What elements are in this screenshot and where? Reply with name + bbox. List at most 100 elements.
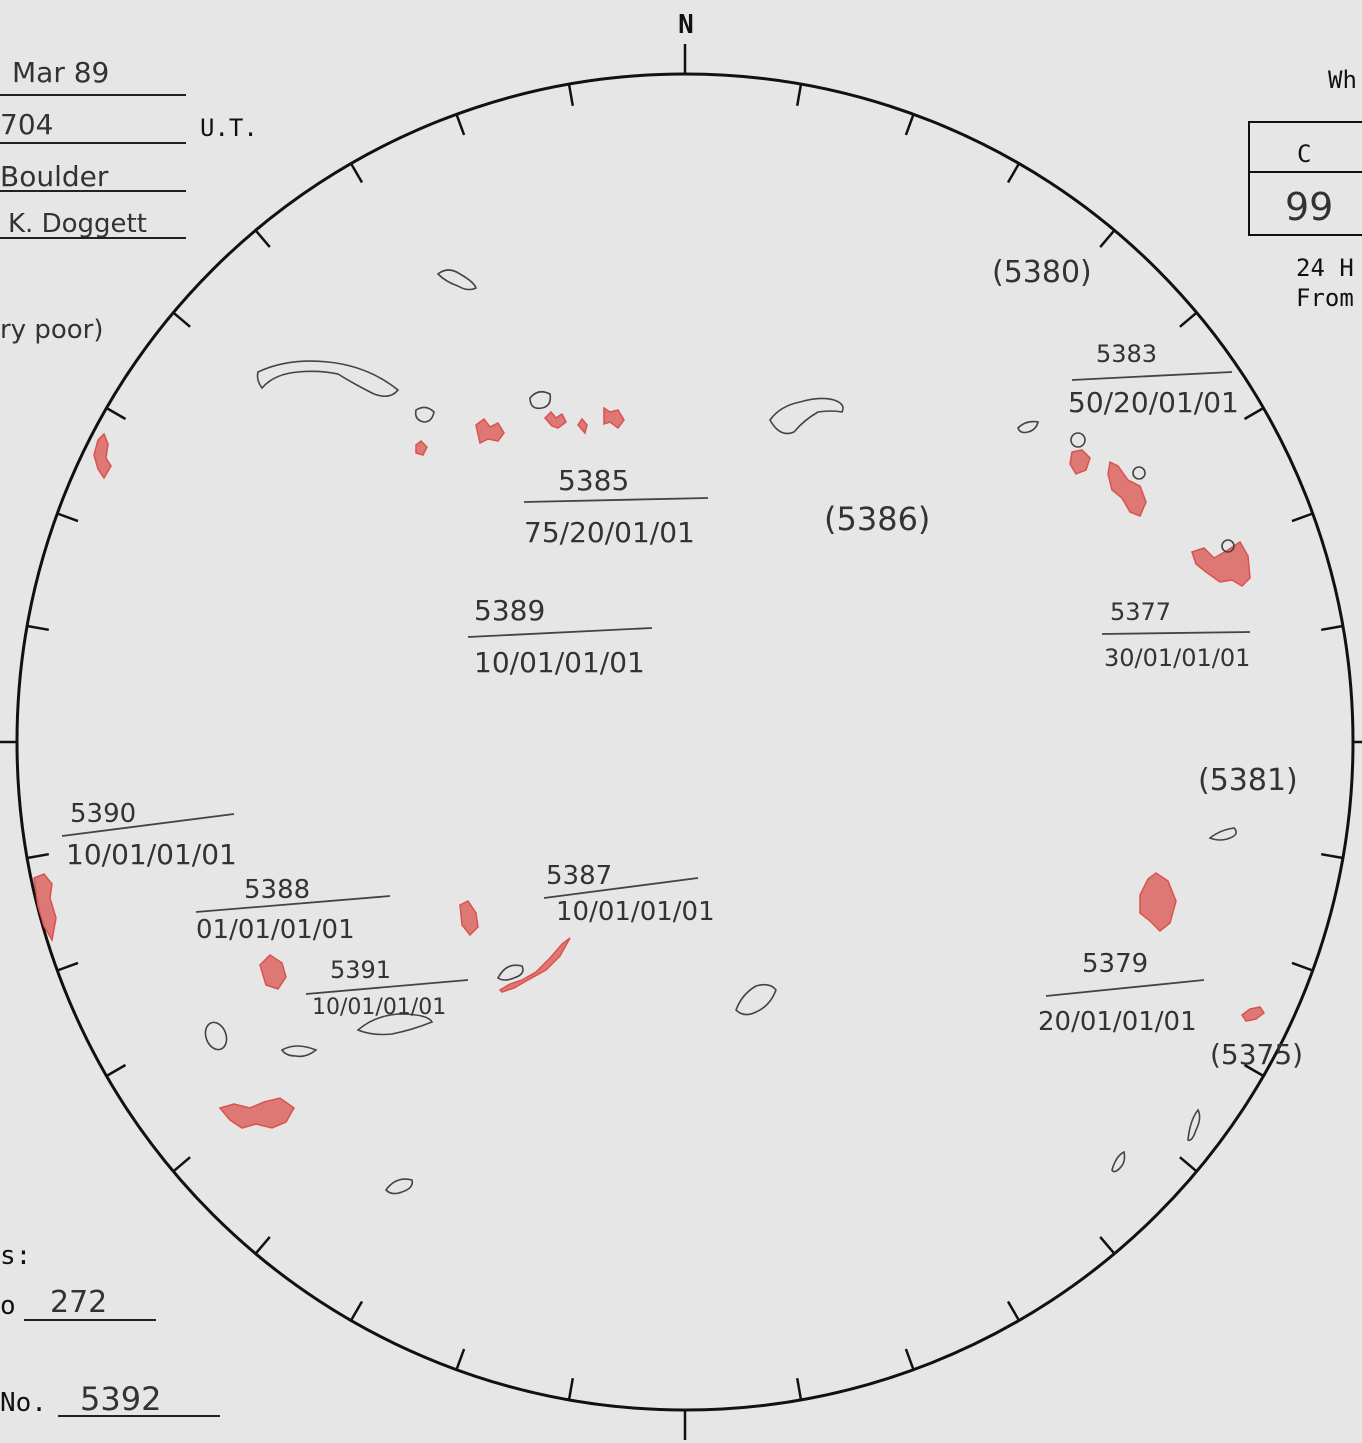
degree-tick: [1179, 1156, 1198, 1173]
plage-outline: [280, 1045, 318, 1058]
region-code: 75/20/01/01: [524, 516, 695, 549]
degree-tick: [105, 406, 127, 421]
plage-label: (5381): [1198, 763, 1298, 798]
footer-fields: s: o 272 No. 5392: [0, 1241, 220, 1418]
degree-tick: [567, 83, 575, 107]
spot-cluster: [459, 900, 479, 937]
region-5388: 5388 01/01/01/01: [195, 875, 391, 945]
degree-tick: [26, 852, 50, 860]
spot-cluster: [415, 439, 428, 456]
region-code: 01/01/01/01: [196, 915, 355, 945]
plage-labels: (5380) (5386) (5381) (5375): [824, 255, 1303, 1071]
degree-tick: [455, 1348, 466, 1371]
region-divider: [467, 627, 653, 638]
plage-outline: [1132, 466, 1146, 480]
observer-value: Boulder: [0, 160, 109, 193]
plage-outline: [204, 1021, 228, 1051]
time-unit-label: U.T.: [200, 114, 258, 142]
degree-tick: [1291, 961, 1314, 972]
date-value: Mar 89: [12, 56, 109, 89]
table-value: 99: [1285, 185, 1333, 229]
spot-cluster: [1191, 540, 1251, 587]
plage-label: (5386): [824, 500, 930, 538]
plage-outline: [414, 406, 435, 423]
degree-tick: [105, 1063, 127, 1078]
region-divider: [1045, 979, 1205, 997]
plage-outline: [529, 390, 552, 410]
plage-outline: [1221, 539, 1235, 553]
note-line-1: 24 H: [1296, 254, 1354, 282]
plage-outline: [1070, 432, 1086, 448]
region-labels: 5385 75/20/01/01 5389 10/01/01/01 5383 5…: [61, 340, 1250, 1037]
plage-outlines: [204, 269, 1238, 1195]
degree-tick: [1006, 162, 1021, 184]
region-number: 5389: [474, 594, 545, 627]
region-5387: 5387 10/01/01/01: [543, 861, 715, 927]
plage-outline: [735, 983, 777, 1016]
right-panel: Wh C 99 24 H From: [1248, 66, 1362, 312]
degree-tick: [567, 1377, 575, 1401]
region-number: 5387: [546, 861, 612, 891]
degree-tick: [904, 1348, 915, 1371]
plage-outline: [256, 360, 400, 398]
spot-limb-east: [33, 873, 57, 943]
spot-limb-east: [93, 432, 112, 480]
degree-tick: [172, 1156, 191, 1173]
footer-label: s:: [0, 1241, 31, 1271]
plage-outline: [769, 397, 844, 435]
degree-tick: [172, 311, 191, 328]
region-number: 5388: [244, 875, 310, 905]
table-header: C: [1297, 140, 1311, 168]
region-number: 5390: [70, 799, 136, 829]
region-number: 5377: [1110, 598, 1171, 626]
analyst-value: K. Doggett: [8, 209, 147, 239]
region-5391: 5391 10/01/01/01: [305, 956, 469, 1020]
degree-tick: [56, 961, 79, 972]
degree-tick: [1291, 512, 1314, 523]
region-5377: 5377 30/01/01/01: [1101, 598, 1250, 672]
footer-field-value: 272: [50, 1285, 107, 1320]
degree-tick: [1099, 1236, 1116, 1255]
degree-tick: [1320, 624, 1344, 632]
plage-outline: [436, 269, 477, 291]
region-number: 5391: [330, 956, 391, 984]
degree-tick: [349, 162, 364, 184]
plage-outline: [356, 1013, 434, 1036]
spot-cluster: [1107, 460, 1147, 517]
plage-label: (5375): [1210, 1038, 1303, 1071]
plage-outline: [1187, 1108, 1201, 1142]
degree-tick: [254, 229, 271, 248]
spot-cluster: [218, 1097, 295, 1129]
spot-cluster: [475, 417, 505, 445]
region-divider: [61, 813, 235, 837]
degree-ticks: [0, 44, 1362, 1440]
spot-cluster: [1139, 872, 1177, 933]
region-divider: [195, 895, 391, 913]
region-5390: 5390 10/01/01/01: [61, 799, 237, 871]
region-5379: 5379 20/01/01/01: [1038, 949, 1205, 1037]
plage-outline: [1017, 420, 1039, 434]
region-number: 5379: [1082, 949, 1148, 979]
footer-field-prefix: o: [0, 1291, 16, 1321]
right-heading: Wh: [1328, 66, 1357, 94]
plage-label: (5380): [992, 255, 1092, 290]
region-divider: [305, 979, 469, 995]
classification-table: [1248, 121, 1362, 236]
sunspot-marks: [33, 406, 1266, 1129]
degree-tick: [455, 113, 466, 136]
region-code: 10/01/01/01: [474, 646, 645, 679]
degree-tick: [254, 1236, 271, 1255]
degree-tick: [1099, 229, 1116, 248]
degree-tick: [56, 512, 79, 523]
spot-cluster: [543, 410, 567, 429]
quality-value: ry poor): [0, 315, 104, 345]
note-line-2: From: [1296, 284, 1354, 312]
time-value: 704: [0, 108, 53, 141]
degree-tick: [795, 83, 803, 107]
region-5383: 5383 50/20/01/01: [1068, 340, 1239, 419]
region-code: 30/01/01/01: [1104, 644, 1250, 672]
region-number: 5385: [558, 464, 629, 497]
degree-tick: [1243, 1063, 1265, 1078]
degree-tick: [1243, 406, 1265, 421]
